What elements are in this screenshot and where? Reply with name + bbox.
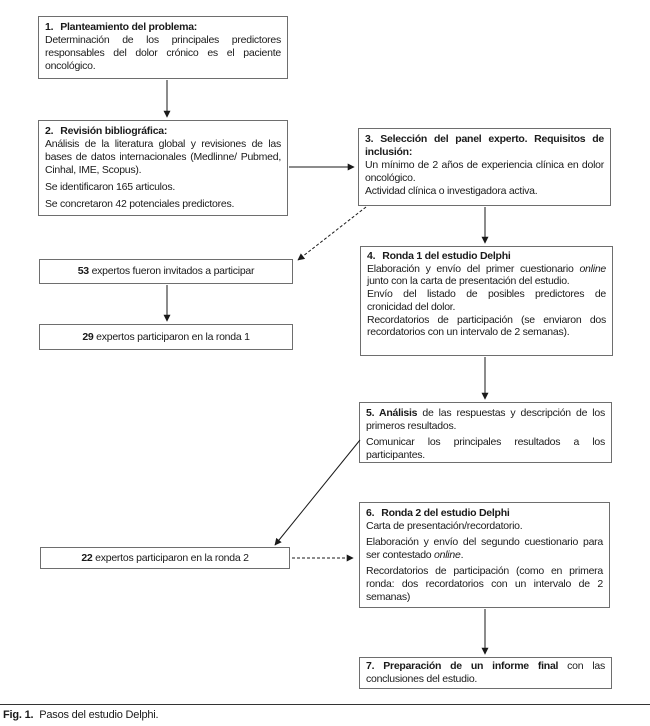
step4-text-2: Envío del listado de posibles predictore…: [367, 288, 606, 313]
figure-caption: Fig. 1. Pasos del estudio Delphi.: [3, 709, 159, 721]
step6-text-1: Carta de presentación/recordatorio.: [366, 520, 523, 532]
step6-box: 6.Ronda 2 del estudio Delphi Carta de pr…: [359, 502, 610, 608]
step2-text-1: Análisis de la literatura global y revis…: [45, 138, 281, 176]
step1-title: 1.Planteamiento del problema:: [45, 21, 198, 33]
experts-invited-text: 53 expertos fueron invitados a participa…: [77, 265, 255, 277]
step2-box: 2.Revisión bibliográfica: Análisis de la…: [38, 120, 288, 216]
step3-box: 3.Selección del panel experto. Requisito…: [358, 128, 611, 206]
step2-text-3: Se concretaron 42 potenciales predictore…: [45, 198, 235, 210]
caption-divider: [0, 704, 650, 705]
step5-text-1: 5. Análisis de las respuestas y descripc…: [366, 407, 605, 432]
experts-round1-box: 29 expertos participaron en la ronda 1: [39, 324, 293, 350]
figure-caption-label: Fig. 1.: [3, 709, 34, 721]
experts-round1-text: 29 expertos participaron en la ronda 1: [82, 330, 250, 343]
step3-text-2: Actividad clínica o investigadora activa…: [365, 185, 538, 197]
step5-box: 5. Análisis de las respuestas y descripc…: [359, 402, 612, 463]
step6-text-2: Elaboración y envío del segundo cuestion…: [366, 536, 603, 561]
step3-text-1: Un mínimo de 2 años de experiencia clíni…: [365, 159, 604, 184]
step3-title: 3.Selección del panel experto. Requisito…: [365, 133, 604, 158]
experts-round2-text: 22 expertos participaron en la ronda 2: [81, 551, 249, 564]
step7-text: 7. Preparación de un informe final con l…: [366, 660, 605, 685]
step6-text-3: Recordatorios de participación (como en …: [366, 565, 603, 603]
step4-title: 4.Ronda 1 del estudio Delphi: [367, 250, 511, 262]
arrow-step3-to-invited-dashed: [297, 206, 367, 261]
step1-box: 1.Planteamiento del problema: Determinac…: [38, 16, 288, 79]
step4-box: 4.Ronda 1 del estudio Delphi Elaboración…: [360, 246, 613, 356]
step5-text-2: Comunicar los principales resultados a l…: [366, 436, 605, 461]
step1-text: Determinación de los principales predict…: [45, 34, 281, 72]
experts-round2-box: 22 expertos participaron en la ronda 2: [40, 547, 290, 569]
arrow-step5-to-round2: [274, 439, 361, 546]
step7-box: 7. Preparación de un informe final con l…: [359, 657, 612, 689]
step4-text-1: Elaboración y envío del primer cuestiona…: [367, 262, 606, 288]
step6-title: 6.Ronda 2 del estudio Delphi: [366, 507, 510, 519]
step4-text-3: Recordatorios de participación (se envia…: [367, 313, 606, 339]
step2-text-2: Se identificaron 165 articulos.: [45, 181, 175, 193]
experts-invited-box: 53 expertos fueron invitados a participa…: [39, 259, 293, 284]
step2-title: 2.Revisión bibliográfica:: [45, 125, 168, 137]
figure-caption-text: Pasos del estudio Delphi.: [36, 709, 159, 721]
